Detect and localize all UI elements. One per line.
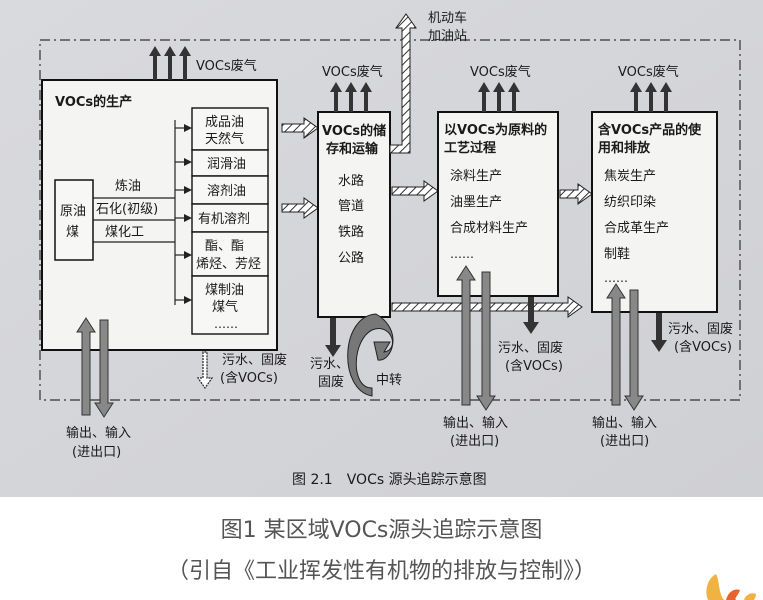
- storage-exhaust-arrows: [330, 82, 372, 112]
- svg-text:输出、输入: 输出、输入: [592, 415, 657, 431]
- production-exhaust-label: VOCs废气: [196, 58, 257, 74]
- svg-text:用和排放: 用和排放: [597, 140, 651, 156]
- use-waste-arrow: [651, 313, 667, 352]
- use-io-arrows: [606, 283, 644, 411]
- svg-text:(含VOCs): (含VOCs): [674, 339, 732, 355]
- product-2: 天然气: [205, 131, 244, 147]
- storage-waste-arrow: [325, 318, 341, 357]
- product-1: 成品油: [205, 115, 244, 130]
- svg-text:(进出口): (进出口): [450, 434, 499, 449]
- production-waste-arrow: [196, 351, 214, 390]
- svg-text:中转: 中转: [376, 373, 402, 388]
- svg-text:VOCs的储: VOCs的储: [322, 123, 386, 139]
- svg-text:合成革生产: 合成革生产: [604, 221, 669, 236]
- figure-title: 图 2.1 VOCs 源头追踪示意图: [292, 471, 487, 488]
- svg-text:铁路: 铁路: [338, 224, 364, 240]
- production-exhaust-arrows: [149, 46, 191, 80]
- product-5: 有机溶剂: [198, 212, 250, 227]
- svg-text:煤化工: 煤化工: [105, 225, 144, 240]
- svg-text:石化(初级): 石化(初级): [96, 202, 158, 217]
- svg-text:(含VOCs): (含VOCs): [220, 370, 278, 386]
- svg-text:以VOCs为原料的: 以VOCs为原料的: [444, 122, 547, 138]
- raw-io-arrows: [456, 265, 496, 411]
- transfer-arrow: [347, 313, 394, 397]
- svg-text:制鞋: 制鞋: [604, 246, 630, 262]
- product-6: 酯、酯: [205, 239, 244, 254]
- caption-line-1: 图1 某区域VOCs源头追踪示意图: [220, 518, 543, 543]
- svg-text:污水、固废: 污水、固废: [668, 321, 733, 337]
- svg-text:输出、输入: 输出、输入: [443, 415, 508, 431]
- storage-box: [317, 111, 391, 318]
- decorative-hand-icon: [706, 574, 756, 600]
- region-boundary: [39, 39, 741, 401]
- production-title: VOCs的生产: [55, 94, 132, 110]
- svg-text:工艺过程: 工艺过程: [444, 140, 496, 156]
- production-to-storage-arrows: [281, 117, 319, 219]
- raw-material-box: [437, 111, 559, 297]
- caption-line-2: （引自《工业挥发性有机物的排放与控制》）: [166, 559, 596, 584]
- vehicle-station-arrow: [389, 13, 417, 154]
- svg-text:污水、固废: 污水、固废: [498, 340, 563, 356]
- svg-text:VOCs废气: VOCs废气: [322, 64, 383, 80]
- product-8: 煤制油: [205, 283, 244, 298]
- svg-text:VOCs废气: VOCs废气: [618, 64, 679, 80]
- svg-text:管道: 管道: [338, 199, 364, 214]
- svg-text:输出、输入: 输出、输入: [66, 425, 131, 441]
- svg-text:煤: 煤: [66, 225, 79, 240]
- svg-text:……: ……: [604, 271, 628, 285]
- svg-text:合成材料生产: 合成材料生产: [450, 221, 528, 236]
- svg-text:加油站: 加油站: [428, 29, 467, 44]
- use-exhaust-arrows: [630, 82, 672, 112]
- svg-text:存和运输: 存和运输: [326, 141, 379, 157]
- svg-text:VOCs废气: VOCs废气: [470, 64, 531, 80]
- svg-text:水路: 水路: [338, 173, 364, 189]
- production-io-arrows: [76, 317, 114, 418]
- svg-text:……: ……: [450, 247, 474, 261]
- product-3: 润滑油: [207, 157, 246, 172]
- svg-text:焦炭生产: 焦炭生产: [604, 169, 656, 184]
- product-9: 煤气: [212, 299, 238, 315]
- svg-text:污水、固废: 污水、固废: [222, 352, 287, 368]
- raw-waste-arrow: [523, 297, 539, 334]
- svg-text:原油: 原油: [60, 204, 86, 219]
- svg-text:污水、: 污水、: [310, 357, 349, 372]
- svg-text:炼油: 炼油: [115, 179, 141, 194]
- product-7: 烯烃、芳烃: [196, 257, 261, 272]
- svg-text:含VOCs产品的使: 含VOCs产品的使: [597, 122, 702, 138]
- svg-text:(含VOCs): (含VOCs): [505, 358, 563, 374]
- product-list: [191, 107, 269, 335]
- diagram-photo: VOCs的生产 VOCs废气 原油 煤 炼油 石化(初级) 煤化工 成品油 天然…: [0, 0, 763, 497]
- svg-text:油墨生产: 油墨生产: [450, 195, 502, 210]
- raw-exhaust-arrows: [478, 82, 520, 112]
- svg-text:固废: 固废: [318, 374, 344, 390]
- svg-text:(进出口): (进出口): [600, 434, 649, 449]
- svg-text:(进出口): (进出口): [72, 445, 121, 460]
- product-4: 溶剂油: [207, 184, 246, 199]
- svg-text:公路: 公路: [338, 250, 364, 266]
- svg-text:机动车: 机动车: [428, 10, 467, 26]
- svg-text:纺织印染: 纺织印染: [604, 195, 656, 210]
- product-use-box: [591, 111, 718, 313]
- crude-oil-box: [54, 179, 94, 261]
- svg-text:涂料生产: 涂料生产: [450, 168, 502, 184]
- raw-to-use-arrow: [559, 183, 593, 205]
- product-10: ……: [214, 317, 238, 331]
